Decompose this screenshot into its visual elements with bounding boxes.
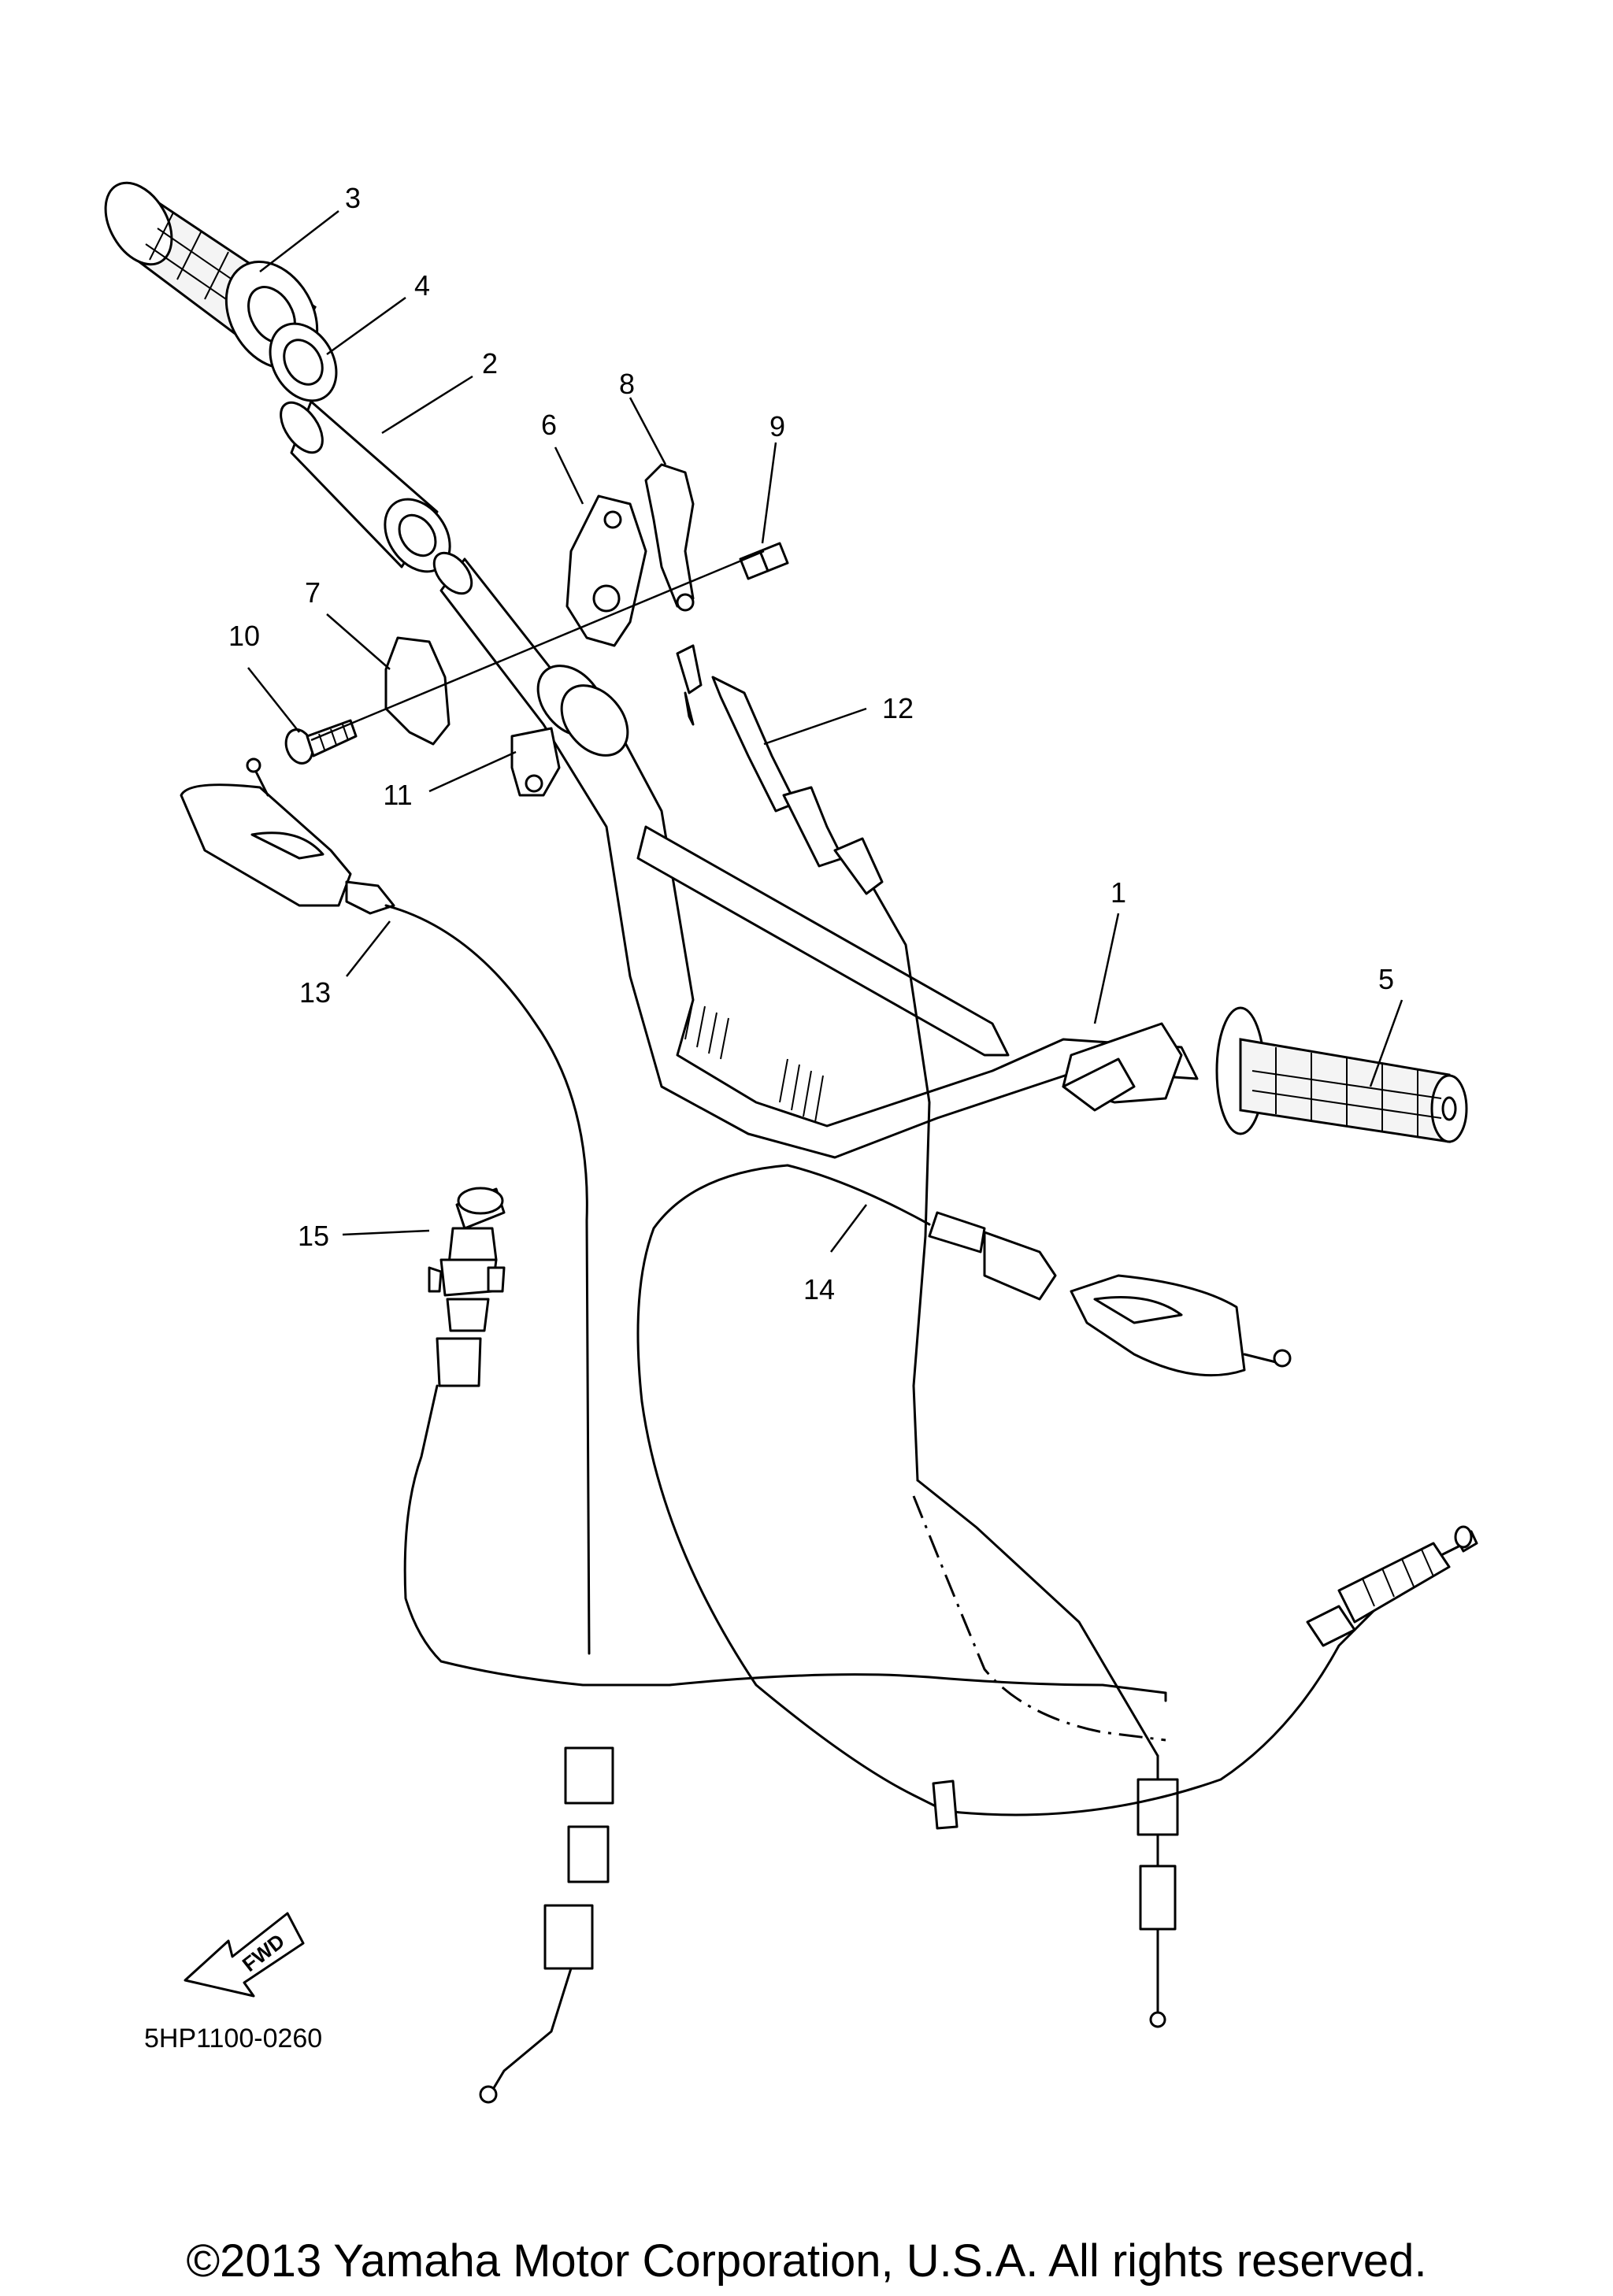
choke-cable-part — [403, 1187, 1167, 1702]
throttle-housing-lower-part — [384, 636, 451, 746]
callout-13: 13 — [299, 976, 331, 1009]
callout-4: 4 — [414, 269, 430, 302]
callout-5: 5 — [1378, 963, 1394, 995]
throttle-cable-part — [676, 644, 1179, 2028]
callout-14: 14 — [803, 1273, 835, 1305]
callout-labels: 3 4 2 8 6 9 7 10 11 12 1 5 13 15 14 — [228, 182, 1394, 1305]
callout-8: 8 — [619, 368, 635, 400]
housing-bolt-part — [284, 719, 358, 765]
small-screw-part — [739, 542, 789, 580]
callout-12: 12 — [882, 692, 914, 724]
grip-collar-part — [224, 260, 338, 402]
throttle-housing-upper-part — [565, 494, 647, 647]
callout-1: 1 — [1111, 876, 1126, 909]
callout-7: 7 — [305, 576, 321, 609]
callout-3: 3 — [345, 182, 361, 214]
right-grip-part — [1062, 1006, 1468, 1143]
cable-guide-part — [644, 463, 695, 612]
callout-2: 2 — [482, 347, 498, 380]
copyright-notice: ©2013 Yamaha Motor Corporation, U.S.A. A… — [186, 2235, 1427, 2287]
forward-direction-arrow: FWD — [184, 1912, 305, 1998]
left-lever-cable-part — [180, 757, 614, 2104]
callout-15: 15 — [298, 1220, 329, 1252]
diagram-code: 5HP1100-0260 — [144, 2024, 322, 2053]
callout-6: 6 — [541, 409, 557, 441]
handlebar-part — [432, 551, 1199, 1159]
cable-routing-centerline — [912, 1495, 1166, 1742]
bar-clamp-part — [510, 665, 629, 797]
callout-10: 10 — [228, 620, 260, 652]
callout-leaders — [247, 210, 1403, 1253]
callout-11: 11 — [383, 779, 412, 811]
right-lever-cable-part — [636, 1164, 1478, 1830]
callout-9: 9 — [769, 410, 785, 443]
throttle-tube-part — [280, 400, 451, 573]
